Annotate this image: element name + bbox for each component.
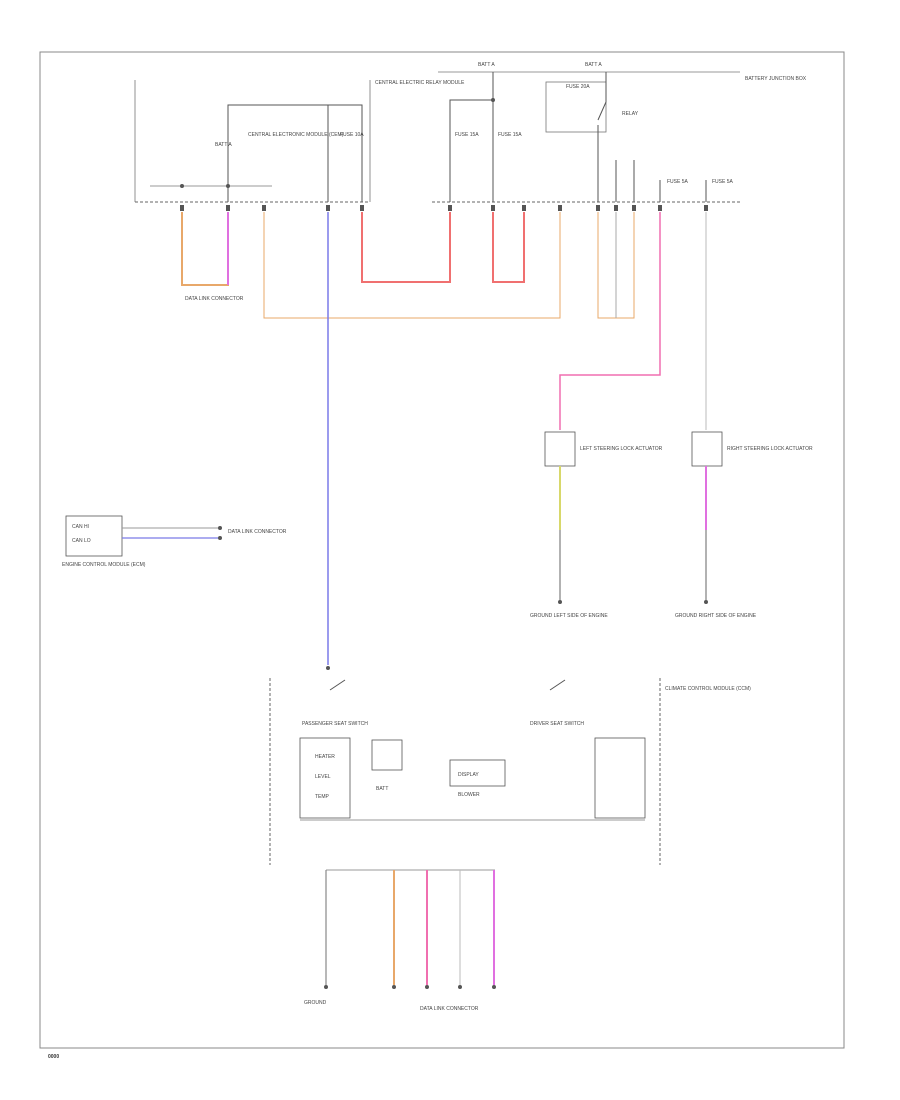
cem-module: BATT A CENTRAL ELECTRONIC MODULE (CEM) C… bbox=[134, 80, 465, 203]
temp-label: TEMP bbox=[315, 794, 330, 800]
connector-pins bbox=[180, 205, 708, 211]
wire-orange-2 bbox=[263, 212, 561, 319]
batt-top-left-label: BATT A bbox=[478, 62, 495, 68]
wire-magenta bbox=[559, 212, 661, 430]
hot-right-label: BATTERY JUNCTION BOX bbox=[745, 76, 807, 82]
fuse1-label: FUSE 10A bbox=[340, 132, 364, 138]
heater-label: HEATER bbox=[315, 754, 335, 760]
relay-label: RELAY bbox=[622, 111, 639, 117]
fuse4-label: FUSE 20A bbox=[566, 84, 590, 90]
wire-orange-1 bbox=[181, 212, 229, 286]
data-link-label-1: DATA LINK CONNECTOR bbox=[185, 296, 244, 302]
cemb-label: CENTRAL ELECTRONIC MODULE (CEM) bbox=[248, 132, 344, 138]
driver-switch-label: DRIVER SEAT SWITCH bbox=[530, 721, 584, 727]
right-actuator: RIGHT STEERING LOCK ACTUATOR GROUND RIGH… bbox=[675, 431, 813, 619]
pass-switch-label: PASSENGER SEAT SWITCH bbox=[302, 721, 368, 727]
footer-code: 0000 bbox=[48, 1054, 59, 1060]
fuse2-label: FUSE 15A bbox=[455, 132, 479, 138]
batt-a-label: BATT A bbox=[215, 142, 232, 148]
relay-module-label: BATT A bbox=[585, 62, 602, 68]
left-ground-label: GROUND LEFT SIDE OF ENGINE bbox=[530, 613, 608, 619]
ccm-label: CLIMATE CONTROL MODULE (CCM) bbox=[665, 686, 751, 692]
diagram-frame bbox=[39, 51, 845, 1049]
ccm-module: CLIMATE CONTROL MODULE (CCM) PASSENGER S… bbox=[269, 666, 751, 865]
fuse3-label: FUSE 15A bbox=[498, 132, 522, 138]
wire-red-2 bbox=[492, 212, 525, 283]
bottom-wires: GROUND DATA LINK CONNECTOR bbox=[304, 869, 496, 1012]
ecm-hi-label: CAN HI bbox=[72, 524, 89, 530]
left-actuator: LEFT STEERING LOCK ACTUATOR GROUND LEFT … bbox=[530, 431, 663, 619]
ecm: CAN HI CAN LO DATA LINK CONNECTOR ENGINE… bbox=[62, 515, 287, 568]
display-label: DISPLAY bbox=[458, 772, 479, 778]
ecm-label: ENGINE CONTROL MODULE (ECM) bbox=[62, 562, 146, 568]
ground-bottom-label: GROUND bbox=[304, 1000, 327, 1006]
cemr-label: CENTRAL ELECTRIC RELAY MODULE bbox=[375, 80, 465, 86]
blower-label: BLOWER bbox=[458, 792, 480, 798]
data-link-label-2: DATA LINK CONNECTOR bbox=[228, 529, 287, 535]
data-link-bottom-label: DATA LINK CONNECTOR bbox=[420, 1006, 479, 1012]
level-label: LEVEL bbox=[315, 774, 331, 780]
top-wires: DATA LINK CONNECTOR bbox=[181, 212, 707, 665]
right-actuator-label: RIGHT STEERING LOCK ACTUATOR bbox=[727, 446, 813, 452]
fuse5-label: FUSE 5A bbox=[667, 179, 689, 185]
right-ground-label: GROUND RIGHT SIDE OF ENGINE bbox=[675, 613, 757, 619]
wire-red-1 bbox=[361, 212, 451, 283]
relay-module: BATT A BATT A BATTERY JUNCTION BOX FUSE … bbox=[432, 62, 807, 203]
left-actuator-label: LEFT STEERING LOCK ACTUATOR bbox=[580, 446, 663, 452]
batt-label: BATT bbox=[376, 786, 388, 792]
fuse6-label: FUSE 5A bbox=[712, 179, 734, 185]
ecm-lo-label: CAN LO bbox=[72, 538, 91, 544]
